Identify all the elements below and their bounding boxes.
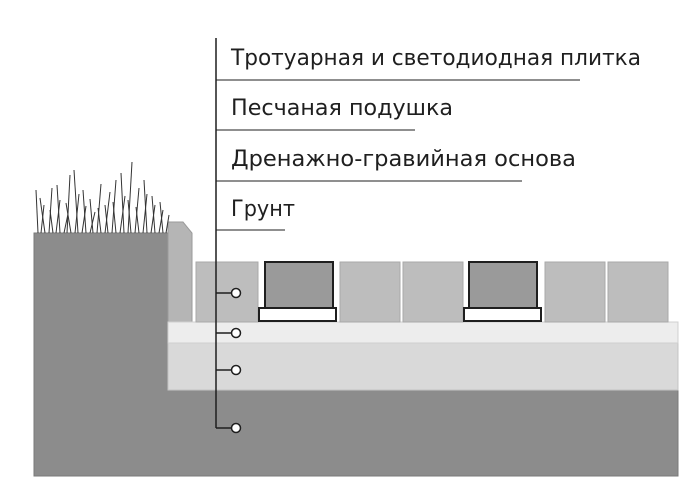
pointer-marker — [230, 422, 242, 434]
paving-tile — [402, 261, 464, 323]
paving-tiles — [195, 261, 669, 323]
pointer-sand — [216, 327, 242, 339]
label-gravel: Дренажно-гравийная основа — [231, 147, 576, 172]
sand-layer — [167, 321, 679, 344]
led-tile — [258, 261, 337, 322]
paving-tile — [607, 261, 669, 323]
paving-tile — [195, 261, 259, 323]
gravel-layer — [167, 341, 679, 391]
paving-tile — [544, 261, 606, 323]
paving-tile — [339, 261, 401, 323]
label-soil: Грунт — [231, 197, 295, 222]
pointer-gravel — [216, 364, 242, 376]
pointer-tiles — [216, 287, 242, 299]
pointer-marker — [230, 287, 242, 299]
grass-icon — [35, 161, 170, 234]
led-tile — [463, 261, 542, 322]
pointer-soil — [216, 422, 242, 434]
label-tiles: Тротуарная и светодиодная плитка — [230, 46, 641, 71]
label-sand: Песчаная подушка — [231, 96, 453, 121]
pointer-marker — [230, 327, 242, 339]
pointer-marker — [230, 364, 242, 376]
